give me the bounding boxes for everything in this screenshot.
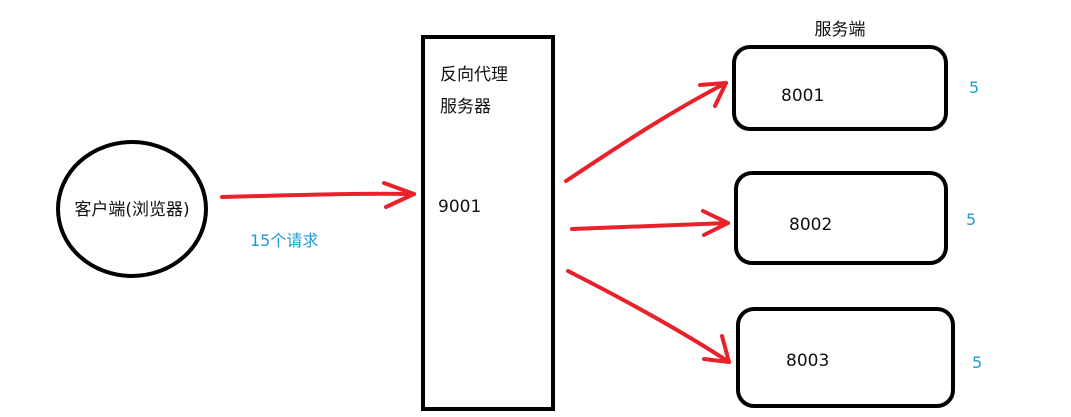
server-node-8002 [734,171,948,265]
server-node-8001 [732,45,948,131]
server-count-label-8002: 5 [966,210,976,229]
proxy-title-line2: 服务器 [440,97,491,117]
proxy-port-label: 9001 [438,197,481,217]
request-count-label: 15个请求 [250,231,318,250]
server-count-label-8001: 5 [969,78,979,97]
server-group-title: 服务端 [815,20,866,40]
client-node [56,140,208,278]
server-port-label-8001: 8001 [781,86,824,106]
proxy-server-node [421,35,555,411]
server-node-8003 [736,307,955,408]
proxy-to-server-8002-arrow [570,209,730,237]
proxy-to-server-8001-arrow [564,81,728,183]
client-label: 客户端(浏览器) [74,200,189,220]
server-port-label-8002: 8002 [789,215,832,235]
proxy-to-server-8003-arrow [566,269,731,364]
proxy-title-line1: 反向代理 [440,65,508,85]
client-to-proxy-arrow [220,181,416,209]
server-port-label-8003: 8003 [786,351,829,371]
server-count-label-8003: 5 [972,353,982,372]
